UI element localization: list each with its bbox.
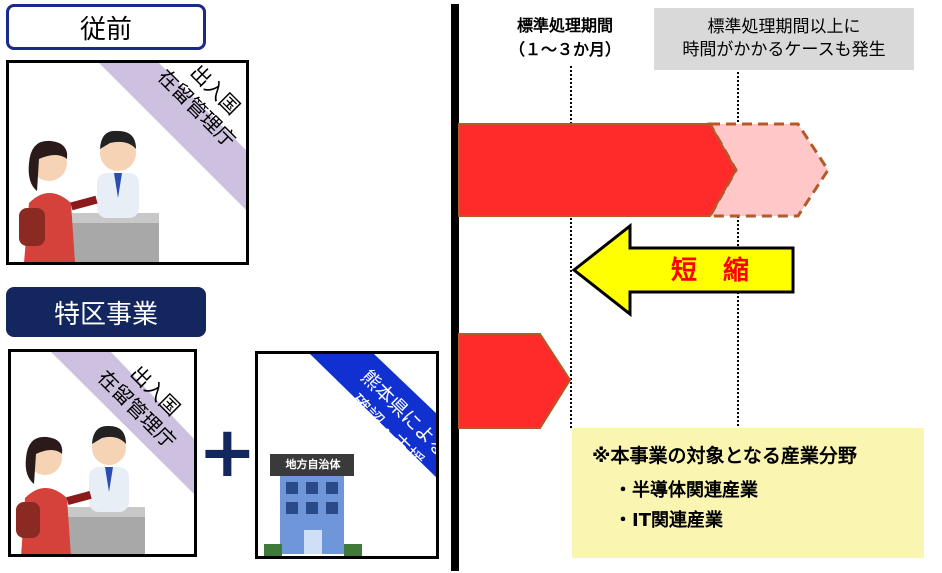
label-before: 従前 [6, 4, 206, 50]
note-title: ※本事業の対象となる産業分野 [592, 445, 857, 467]
officer-illustration [89, 425, 129, 512]
building-icon [264, 454, 362, 556]
shorten-label: 短 縮 [670, 256, 749, 286]
traveler-illustration [19, 140, 98, 262]
diagonal-band [99, 63, 246, 210]
note-item-semiconductor: ・半導体関連産業 [614, 480, 758, 501]
label-before-text: 従前 [79, 14, 132, 45]
local-government-scene [264, 354, 436, 556]
special-zone-period-arrow [458, 333, 572, 429]
immigration-scene-before [19, 63, 246, 262]
traveler-illustration [16, 436, 92, 554]
over-period-header: 標準処理期間以上に 時間がかかるケースも発生 [654, 8, 914, 70]
target-industries-note: ※本事業の対象となる産業分野 ・半導体関連産業 ・IT関連産業 [572, 428, 924, 558]
label-special-zone: 特区事業 [6, 287, 206, 337]
local-government-sign: 地方自治体 [285, 458, 341, 471]
divider-line [451, 4, 459, 571]
plus-icon: + [198, 411, 257, 493]
immigration-scene-special [16, 352, 194, 554]
note-item-it: ・IT関連産業 [614, 510, 723, 531]
counter-top [29, 213, 159, 223]
before-period-arrow [458, 123, 738, 217]
panel-kumamoto-support: 地方自治体 熊本県による 確認・支援 [255, 351, 439, 559]
panel-special-zone-immigration: 出入国 在留管理庁 [8, 349, 197, 557]
panel-before-immigration: 出入国 在留管理庁 [6, 60, 249, 265]
officer-illustration [97, 130, 139, 218]
standard-period-guide [570, 66, 572, 428]
delayed-period-arrow [707, 122, 830, 218]
counter-top [25, 507, 145, 517]
standard-period-header: 標準処理期間 （１～３か月） [508, 16, 621, 59]
label-special-zone-text: 特区事業 [53, 299, 158, 330]
